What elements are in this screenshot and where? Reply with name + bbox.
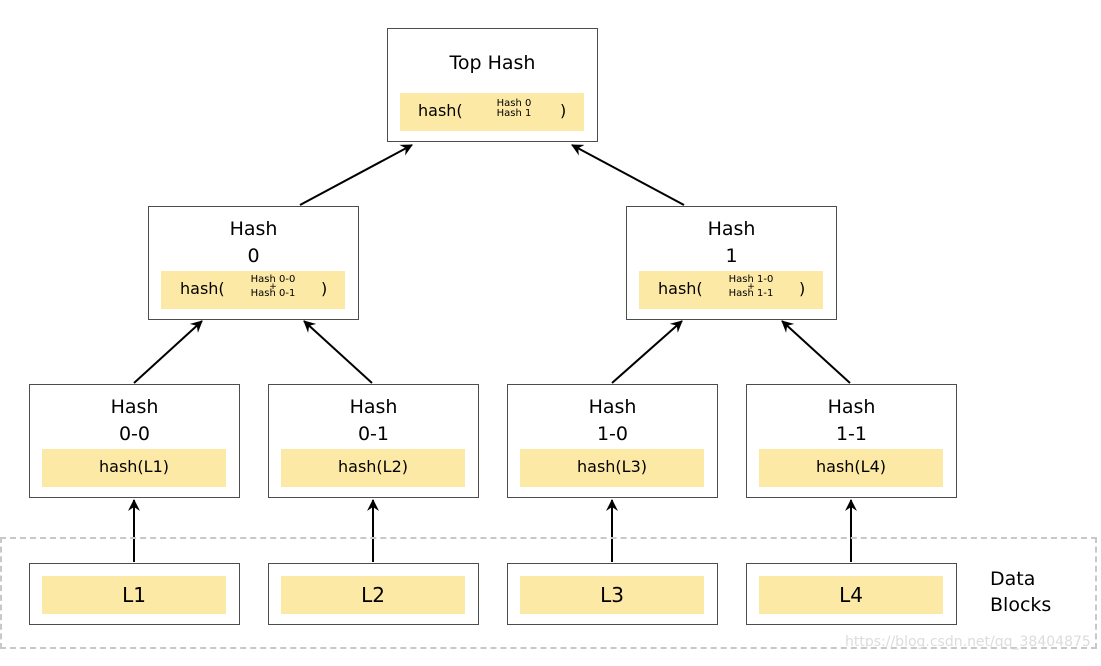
hash-close-paren: )	[560, 101, 567, 120]
hash-1-0-node: Hash 1-0 hash(L3)	[507, 384, 718, 498]
operand-hash-0-1: Hash 0-1	[250, 288, 296, 299]
hash-0-node: Hash 0 hash( Hash 0-0 + Hash 0-1 )	[148, 206, 359, 320]
hash-0-1-formula: hash(L2)	[281, 449, 465, 487]
hash-0-formula: hash( Hash 0-0 + Hash 0-1 )	[161, 271, 345, 309]
leaf-l2-node: L2	[268, 563, 479, 625]
operand-hash-0-0: Hash 0-0	[250, 274, 296, 285]
edge-hash1-to-top	[571, 144, 685, 206]
plus-sign: +	[747, 282, 755, 292]
hash-1-0-formula: hash(L3)	[520, 449, 704, 487]
hash-1-0-title-line2: 1-0	[596, 423, 629, 445]
leaf-l3-node: L3	[507, 563, 718, 625]
operand-hash-0: Hash 0	[496, 98, 532, 109]
leaf-l4-node: L4	[746, 563, 957, 625]
operand-hash-1-0: Hash 1-0	[728, 274, 774, 285]
edge-hash01-to-hash0	[303, 320, 373, 384]
hash-close-paren: )	[799, 279, 806, 298]
hash-0-0-title-line2: 0-0	[118, 423, 151, 445]
hash-1-title-line1: Hash	[707, 218, 756, 240]
hash-operands: Hash 1-0 + Hash 1-1	[723, 275, 779, 299]
leaf-l2-label: L2	[281, 576, 465, 614]
hash-1-formula: hash( Hash 1-0 + Hash 1-1 )	[639, 271, 823, 309]
hash-0-0-formula: hash(L1)	[42, 449, 226, 487]
edge-hash0-to-top	[299, 144, 413, 206]
hash-1-node: Hash 1 hash( Hash 1-0 + Hash 1-1 )	[626, 206, 837, 320]
leaf-l1-label: L1	[42, 576, 226, 614]
hash-0-0-title-line1: Hash	[110, 396, 159, 418]
hash-0-title-line1: Hash	[229, 218, 278, 240]
leaf-l3-label: L3	[520, 576, 704, 614]
hash-1-1-title-line1: Hash	[827, 396, 876, 418]
edge-hash10-to-hash1	[611, 320, 683, 384]
hash-0-1-node: Hash 0-1 hash(L2)	[268, 384, 479, 498]
hash-1-title-line2: 1	[725, 245, 738, 267]
leaf-l1-node: L1	[29, 563, 240, 625]
hash-0-0-node: Hash 0-0 hash(L1)	[29, 384, 240, 498]
hash-1-1-formula: hash(L4)	[759, 449, 943, 487]
operand-hash-1-1: Hash 1-1	[728, 288, 774, 299]
hash-0-1-title-line2: 0-1	[357, 423, 390, 445]
hash-1-1-title-line2: 1-1	[835, 423, 868, 445]
hash-1-1-node: Hash 1-1 hash(L4)	[746, 384, 957, 498]
watermark-text: https://blog.csdn.net/qq_38404875	[845, 634, 1091, 650]
plus-sign: +	[269, 282, 277, 292]
operand-hash-1: Hash 1	[496, 108, 532, 119]
hash-operands: Hash 0-0 + Hash 0-1	[245, 275, 301, 299]
top-hash-title: Top Hash	[449, 52, 536, 74]
data-blocks-label: Data Blocks	[990, 568, 1052, 616]
leaf-l4-label: L4	[759, 576, 943, 614]
hash-fn-label: hash(	[418, 101, 463, 120]
hash-fn-label: hash(	[180, 279, 225, 298]
top-hash-formula: hash( Hash 0 Hash 1 )	[400, 93, 584, 131]
data-blocks-frame	[0, 537, 1097, 649]
hash-close-paren: )	[321, 279, 328, 298]
top-hash-node: Top Hash hash( Hash 0 Hash 1 )	[387, 28, 598, 142]
hash-1-0-title-line1: Hash	[588, 396, 637, 418]
edge-hash11-to-hash1	[781, 320, 851, 384]
hash-operands: Hash 0 Hash 1	[492, 99, 536, 119]
hash-0-1-title-line1: Hash	[349, 396, 398, 418]
edge-hash00-to-hash0	[133, 320, 203, 384]
hash-fn-label: hash(	[658, 279, 703, 298]
hash-0-title-line2: 0	[247, 245, 260, 267]
